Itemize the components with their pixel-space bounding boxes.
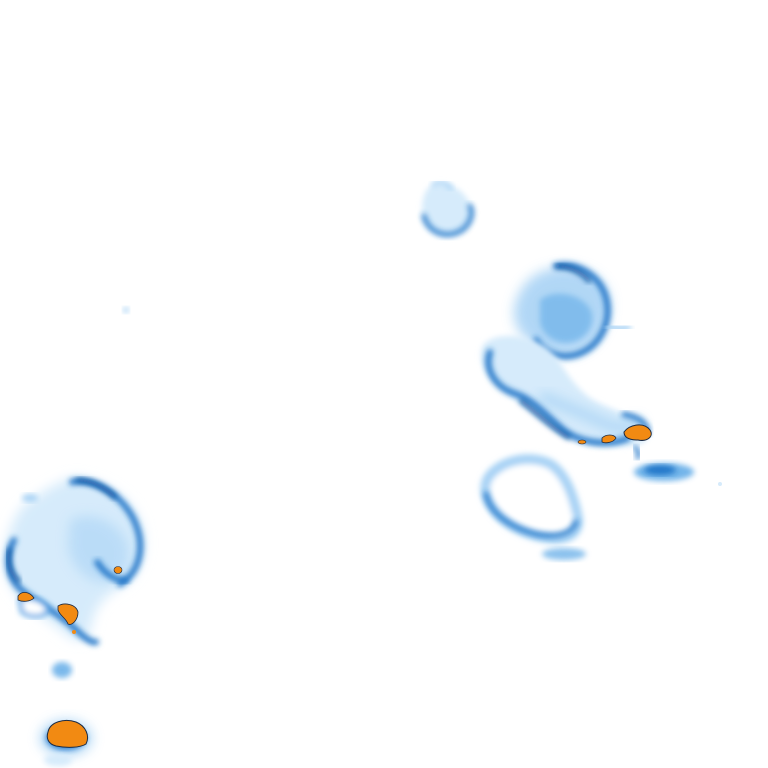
island-east-central — [481, 335, 652, 460]
island-north-east — [513, 262, 633, 360]
island-east-south — [480, 454, 586, 560]
speck — [123, 307, 129, 313]
islet-east — [634, 463, 694, 481]
speck — [718, 482, 722, 486]
islet-south-west — [40, 719, 92, 766]
island-west — [4, 477, 144, 678]
island-small-north — [421, 180, 475, 237]
